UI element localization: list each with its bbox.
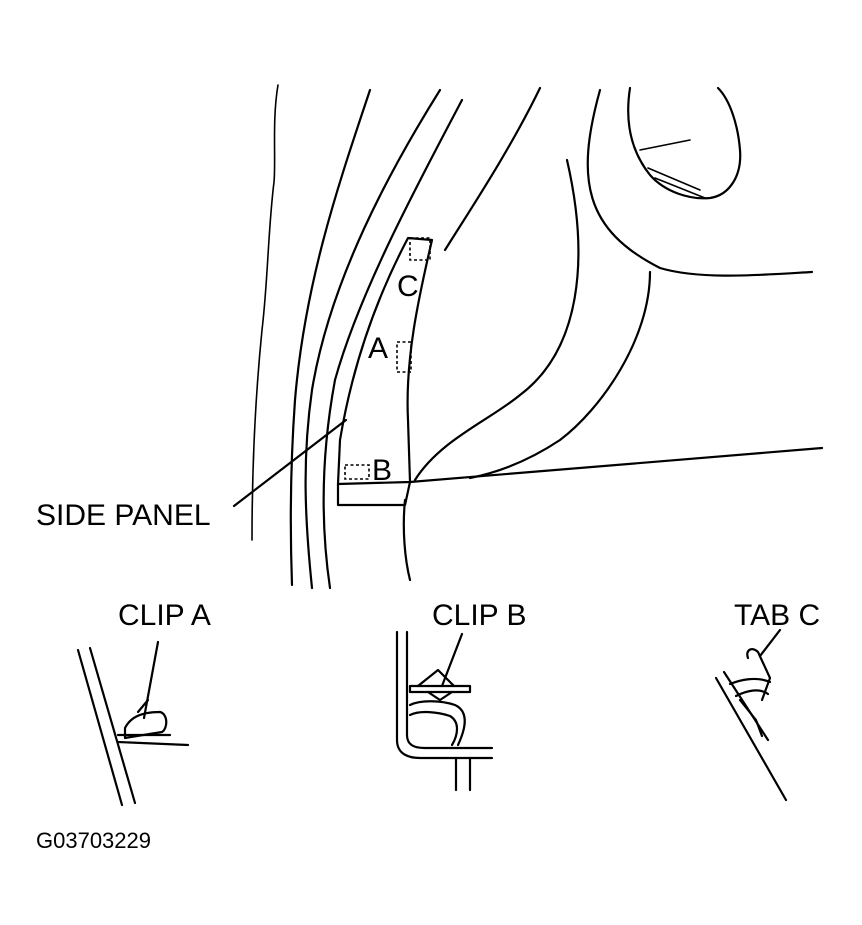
clip-a-icon [123,710,168,740]
side-panel-leader-line [232,418,348,508]
clip-b-leader-line [440,632,464,688]
marker-a-label: A [368,332,388,365]
tab-c-detail [714,628,788,802]
clip-a-leader-line [142,640,160,720]
clip-a-detail [76,640,190,807]
clip-b-label: CLIP B [432,599,527,632]
marker-a-box [396,341,412,373]
marker-c-box [409,237,431,261]
marker-b-box [344,464,370,480]
tab-c-leader-line [758,628,782,658]
tab-c-icon [746,648,772,702]
clip-b-icon [416,668,456,688]
body-outline [251,84,824,590]
clip-a-label: CLIP A [118,599,211,632]
marker-b-label: B [372,454,392,487]
side-panel-shape [336,236,434,507]
side-panel-label: SIDE PANEL [36,499,211,532]
marker-c-label: C [397,270,419,303]
figure-code: G03703229 [36,828,151,853]
clip-b-detail [395,630,494,792]
tab-c-label: TAB C [734,599,820,632]
